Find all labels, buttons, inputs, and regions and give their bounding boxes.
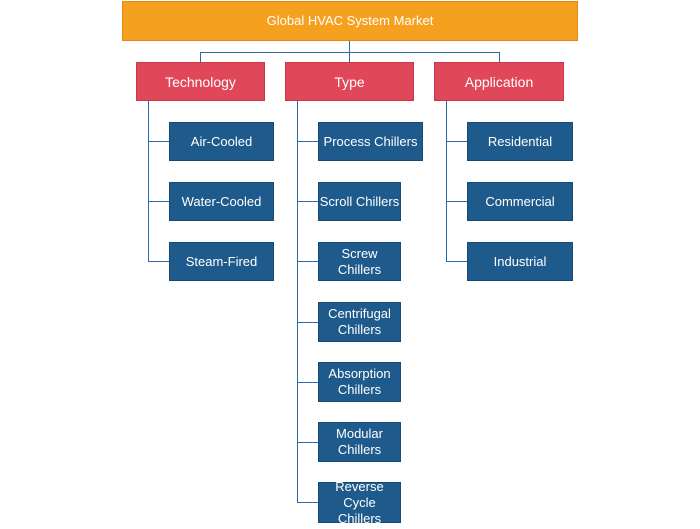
type-tick bbox=[297, 322, 318, 323]
type-tick bbox=[297, 502, 318, 503]
type-tick bbox=[297, 141, 318, 142]
type-item-centrifugal-chillers: Centrifugal Chillers bbox=[318, 302, 401, 342]
type-item-scroll-chillers: Scroll Chillers bbox=[318, 182, 401, 221]
root-node: Global HVAC System Market bbox=[122, 1, 578, 41]
application-drop-line bbox=[499, 52, 500, 62]
technology-tick bbox=[148, 261, 169, 262]
type-item-process-chillers: Process Chillers bbox=[318, 122, 423, 161]
technology-spine bbox=[148, 101, 149, 262]
type-item-reverse-cycle-chillers: Reverse Cycle Chillers bbox=[318, 479, 401, 526]
application-item-residential: Residential bbox=[467, 122, 573, 161]
application-spine bbox=[446, 101, 447, 262]
application-tick bbox=[446, 201, 467, 202]
type-tick bbox=[297, 261, 318, 262]
application-tick bbox=[446, 141, 467, 142]
application-item-industrial: Industrial bbox=[467, 242, 573, 281]
technology-item-steam-fired: Steam-Fired bbox=[169, 242, 274, 281]
application-tick bbox=[446, 261, 467, 262]
category-technology: Technology bbox=[136, 62, 265, 101]
type-tick bbox=[297, 201, 318, 202]
type-tick bbox=[297, 382, 318, 383]
category-type: Type bbox=[285, 62, 414, 101]
technology-tick bbox=[148, 201, 169, 202]
technology-item-air-cooled: Air-Cooled bbox=[169, 122, 274, 161]
type-drop-line bbox=[349, 52, 350, 62]
type-item-absorption-chillers: Absorption Chillers bbox=[318, 362, 401, 402]
type-item-screw-chillers: Screw Chillers bbox=[318, 242, 401, 281]
technology-tick bbox=[148, 141, 169, 142]
category-application: Application bbox=[434, 62, 564, 101]
technology-drop-line bbox=[200, 52, 201, 62]
type-item-modular-chillers: Modular Chillers bbox=[318, 422, 401, 462]
root-connector-vertical bbox=[349, 41, 350, 52]
technology-item-water-cooled: Water-Cooled bbox=[169, 182, 274, 221]
type-tick bbox=[297, 442, 318, 443]
type-spine bbox=[297, 101, 298, 503]
application-item-commercial: Commercial bbox=[467, 182, 573, 221]
